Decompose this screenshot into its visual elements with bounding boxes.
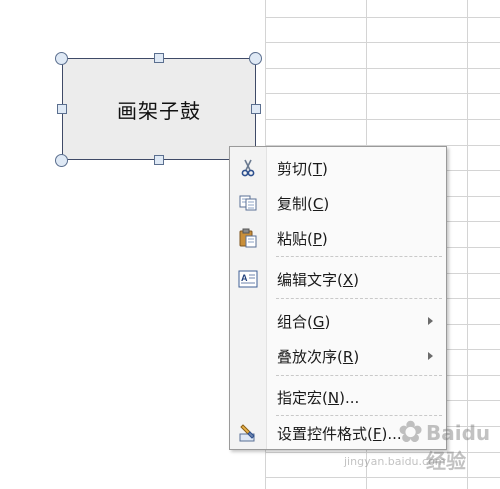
paw-logo-icon: ✿ (398, 415, 424, 450)
menu-item-ellipsis: ... (344, 388, 360, 407)
grid-column-line (467, 0, 468, 489)
resize-handle-left[interactable] (57, 104, 67, 114)
menu-item-label: 组合 (277, 312, 308, 331)
menu-item-accelerator: C (312, 194, 324, 213)
menu-item-assign-macro[interactable]: 指定宏(N)... (277, 388, 360, 407)
menu-separator (276, 298, 442, 299)
submenu-arrow-icon (428, 317, 433, 325)
menu-item-label: 粘贴 (277, 229, 308, 248)
clipboard-icon (230, 222, 266, 254)
menu-item-label: 编辑文字 (277, 270, 338, 289)
menu-item-format-control[interactable]: 设置控件格式(F)... (230, 417, 446, 449)
menu-item-accelerator: T (312, 159, 323, 178)
menu-item-paste[interactable]: 粘贴(P) (230, 222, 446, 254)
resize-handle-bottom[interactable] (154, 155, 164, 165)
menu-item-group[interactable]: 组合(G) (230, 305, 446, 337)
menu-item-label: 叠放次序 (277, 347, 338, 366)
menu-separator (276, 375, 442, 376)
grid-row-line (265, 93, 500, 94)
form-control-button[interactable]: 画架子鼓 (62, 58, 256, 160)
resize-handle-top-left[interactable] (55, 52, 68, 65)
menu-separator (276, 415, 442, 416)
menu-item-accelerator: R (342, 347, 354, 366)
menu-item-label: 指定宏 (277, 388, 323, 407)
resize-handle-right[interactable] (251, 104, 261, 114)
watermark-brand: Baidu经验 (426, 421, 491, 473)
submenu-arrow-icon (428, 352, 433, 360)
edit-text-icon: A (230, 263, 266, 295)
menu-item-cut[interactable]: 剪切(T) (230, 152, 446, 184)
menu-item-accelerator: F (372, 424, 382, 443)
scissors-icon (230, 152, 266, 184)
grid-row-line (265, 119, 500, 120)
menu-item-label: 设置控件格式 (277, 424, 368, 443)
menu-item-edit-text[interactable]: A 编辑文字(X) (230, 263, 446, 295)
menu-item-label: 剪切 (277, 159, 308, 178)
grid-row-line (265, 17, 500, 18)
copy-icon (230, 187, 266, 219)
resize-handle-top[interactable] (154, 53, 164, 63)
form-control-label: 画架子鼓 (117, 98, 201, 123)
menu-item-accelerator: N (327, 388, 340, 407)
resize-handle-bottom-left[interactable] (55, 154, 68, 167)
grid-row-line (265, 145, 500, 146)
menu-item-copy[interactable]: 复制(C) (230, 187, 446, 219)
context-menu: 剪切(T) 复制(C) 粘贴(P) (229, 146, 447, 450)
watermark-url: jingyan.baidu.com (344, 455, 446, 468)
grid-row-line (265, 452, 500, 453)
grid-row-line (265, 42, 500, 43)
menu-separator (276, 256, 442, 257)
grid-row-line (265, 477, 500, 478)
menu-item-ellipsis: ... (387, 424, 402, 443)
menu-item-accelerator: G (312, 312, 325, 331)
format-control-icon (230, 417, 266, 449)
resize-handle-top-right[interactable] (249, 52, 262, 65)
menu-item-order[interactable]: 叠放次序(R) (230, 340, 446, 372)
svg-text:A: A (241, 273, 248, 283)
watermark: ✿ Baidu经验 jingyan.baidu.com (338, 415, 498, 475)
menu-item-accelerator: X (342, 270, 354, 289)
grid-row-line (265, 68, 500, 69)
menu-item-accelerator: P (312, 229, 322, 248)
menu-item-label: 复制 (277, 194, 308, 213)
